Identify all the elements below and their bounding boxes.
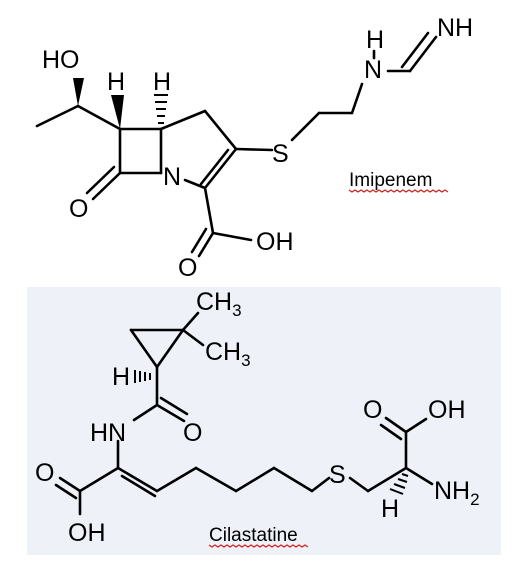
cilastatine-name-label: Cilastatine [209,525,298,546]
atom-label-h: H [381,495,399,523]
atom-label-h: H [112,363,130,391]
atom-label-oh: OH [68,519,106,547]
atom-label-s: S [272,140,289,168]
cilastatine-structure: CH3 CH3 H HN O O OH S O OH NH2 H Cilasta… [35,288,480,548]
atom-label-n: N [364,56,382,84]
atom-label-ch3: CH3 [196,288,242,320]
atom-label-s: S [329,461,346,489]
subscript-2: 2 [470,490,479,509]
imipenem-structure: HO H H N S O O OH H N NH Imipenem [35,14,473,282]
atom-label-oh: OH [428,396,466,424]
atom-label-h: H [153,68,171,96]
wedge-bond [111,95,124,129]
ch3-text: CH [205,338,241,366]
atom-label-o: O [183,419,202,447]
atom-label-ch3: CH3 [205,338,251,370]
subscript-3: 3 [232,301,241,320]
imipenem-bonds [35,31,438,258]
cilastatine-bonds [54,311,434,516]
ch3-text: CH [196,288,232,316]
atom-label-nh2: NH2 [434,477,480,509]
atom-label-h: H [366,26,384,54]
imipenem-name-label: Imipenem [349,170,432,191]
atom-label-oh: OH [256,228,294,256]
atom-label-o: O [35,459,54,487]
atom-label-o: O [69,195,88,223]
atom-label-n: N [163,163,181,191]
hash-bond [389,473,409,495]
cilastatine-atom-labels: CH3 CH3 H HN O O OH S O OH NH2 H [35,288,480,547]
atom-label-nh: NH [437,14,473,42]
atom-label-hn: HN [90,419,126,447]
spellcheck-underline [208,544,309,548]
hash-bond [154,94,168,124]
wedge-bond [73,78,84,106]
atom-label-ho: HO [42,46,80,74]
atom-label-o: O [363,396,382,424]
atom-label-h: H [107,68,125,96]
hash-bond [134,370,151,383]
atom-label-o: O [178,254,197,282]
spellcheck-underline [348,189,449,193]
imipenem-atom-labels: HO H H N S O O OH H N NH [42,14,473,282]
nh2-text: NH [434,477,470,505]
subscript-3: 3 [241,351,250,370]
